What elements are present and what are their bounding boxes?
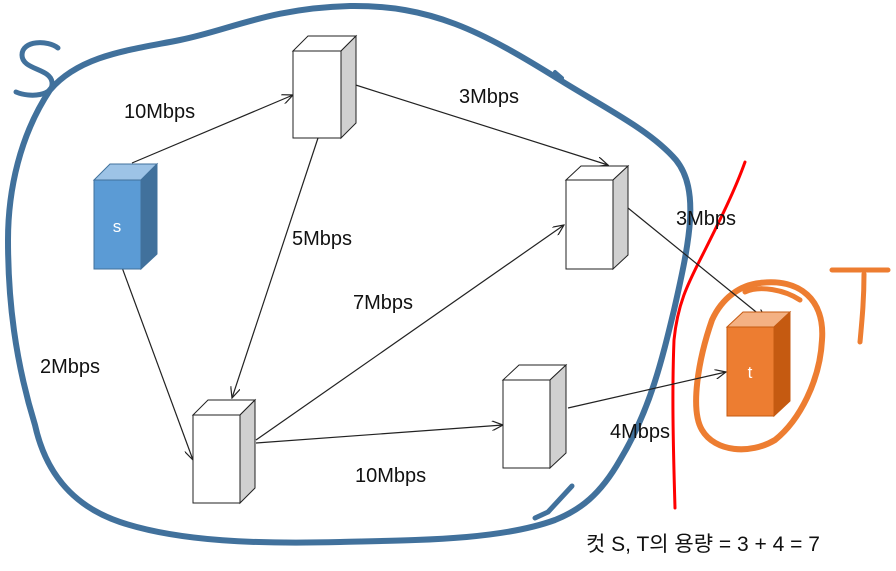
node-s: s: [92, 162, 159, 271]
set-s-boundary-tail: [553, 70, 564, 80]
edge-s-bottom-left: [119, 261, 193, 460]
edge-label-top-right-top: 3Mbps: [459, 86, 519, 108]
cut-capacity-caption: 컷 S, T의 용량 = 3 + 4 = 7: [586, 533, 820, 556]
set-t-boundary-overlap: [742, 286, 803, 303]
node-bottom-right: [501, 363, 568, 470]
set-s-boundary-arrow: [532, 483, 575, 521]
edge-label-s-top: 10Mbps: [124, 101, 195, 123]
node-top: [291, 34, 358, 140]
set-s-letter-drawing: [13, 40, 61, 98]
node-right-top: [564, 164, 630, 271]
edge-top-right-top: [339, 79, 608, 165]
edge-label-bottom-left-right-top: 7Mbps: [353, 292, 413, 314]
edge-bottom-right-t: [567, 372, 726, 409]
set-t-boundary: [693, 279, 826, 453]
node-bottom-left: [191, 398, 257, 505]
node-t-label: t: [748, 363, 753, 382]
node-s-label: s: [113, 217, 122, 236]
set-t-letter-drawing: [829, 267, 891, 345]
edge-label-bottom-right-t: 4Mbps: [610, 421, 670, 443]
edge-label-top-bottom-left: 5Mbps: [292, 228, 352, 250]
node-t: t: [725, 310, 792, 418]
set-s-boundary: [5, 2, 694, 546]
edge-bottom-left-bottom-right: [255, 425, 503, 444]
edge-bottom-left-right-top: [255, 225, 564, 441]
edge-s-top: [131, 95, 293, 164]
edge-right-top-t: [627, 207, 766, 320]
edge-label-right-top-t: 3Mbps: [676, 208, 736, 230]
edge-top-bottom-left: [232, 137, 319, 398]
edge-label-bottom-left-bottom-right: 10Mbps: [355, 465, 426, 487]
edge-label-s-bottom-left: 2Mbps: [40, 356, 100, 378]
cut-line: [671, 160, 747, 510]
